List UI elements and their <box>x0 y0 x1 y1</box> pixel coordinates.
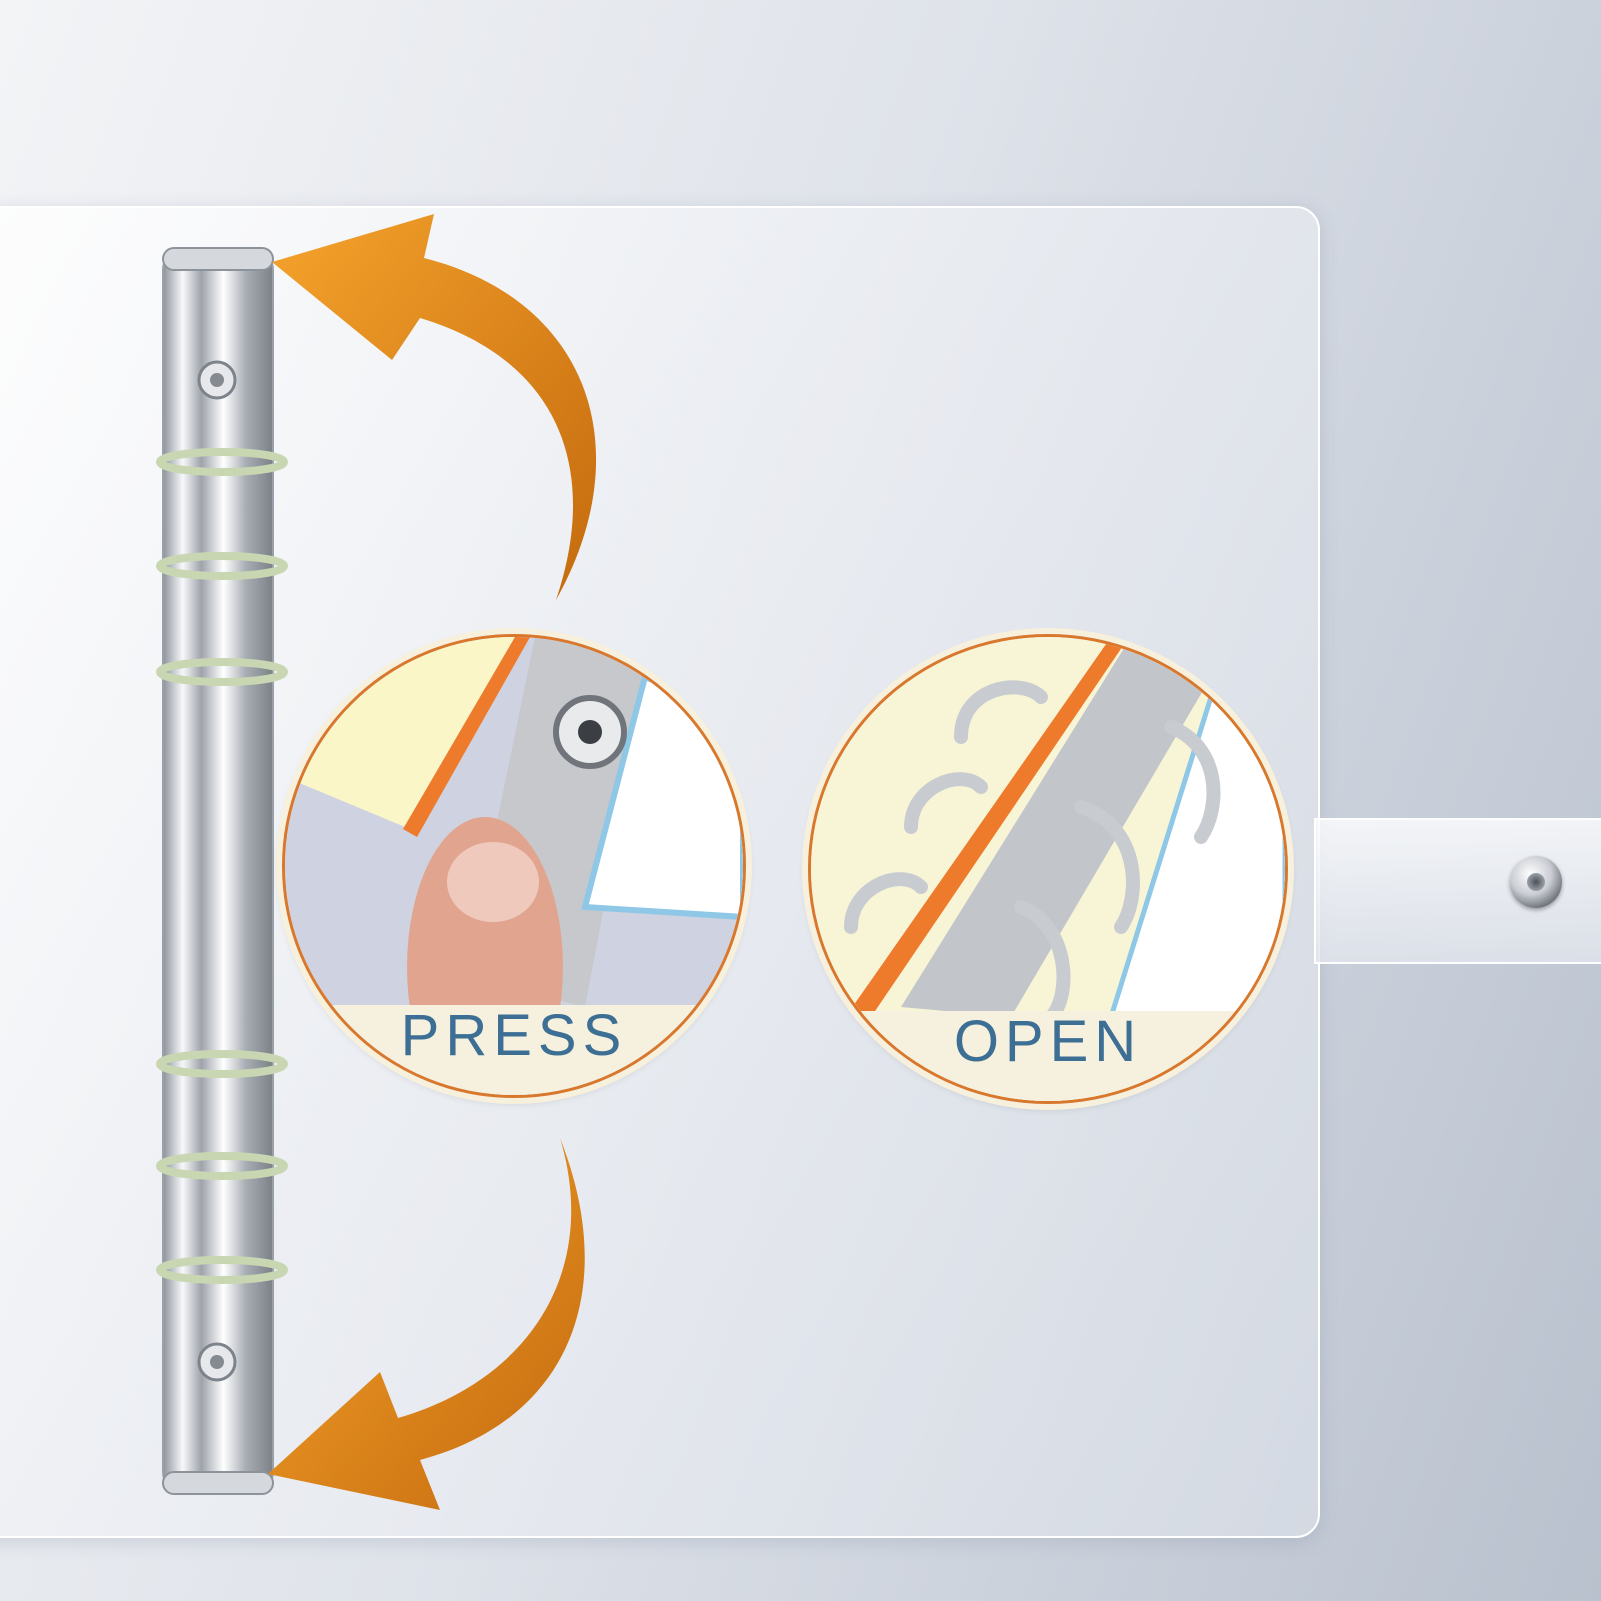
open-ring-2 <box>904 772 988 834</box>
ring-5 <box>156 1152 288 1180</box>
press-rivet-hole <box>578 720 602 744</box>
ring-bar-top-cap <box>162 247 274 271</box>
ring-1 <box>156 448 288 476</box>
orange-paper-edge <box>403 637 530 837</box>
arrow-up-icon <box>272 214 597 600</box>
open-caption: OPEN <box>953 1009 1143 1074</box>
rivet-bottom-hole <box>210 1355 224 1369</box>
open-ring-5 <box>1074 800 1140 934</box>
open-inset: OPEN <box>808 634 1288 1104</box>
ring-bar <box>162 249 274 1493</box>
open-ring-1 <box>954 680 1048 744</box>
open-ring-6 <box>1014 900 1071 1024</box>
ring-6 <box>156 1256 288 1284</box>
rivet-top-hole <box>210 373 224 387</box>
snap-button-icon <box>1510 856 1562 908</box>
open-caption-band <box>811 1011 1285 1101</box>
open-ring-4 <box>1164 720 1221 844</box>
ring-3 <box>156 658 288 686</box>
metal-rail <box>901 637 1211 1017</box>
press-inset: PRESS <box>282 634 746 1098</box>
orange-paper-edge <box>851 637 1129 1017</box>
ring-bar-bottom-cap <box>162 1471 274 1495</box>
ring-2 <box>156 552 288 580</box>
press-caption-band <box>285 1005 743 1095</box>
fingernail <box>447 842 539 922</box>
ring-4 <box>156 1050 288 1078</box>
open-ring-3 <box>844 872 928 934</box>
press-caption: PRESS <box>400 1003 628 1068</box>
arrow-down-icon <box>268 1138 585 1510</box>
